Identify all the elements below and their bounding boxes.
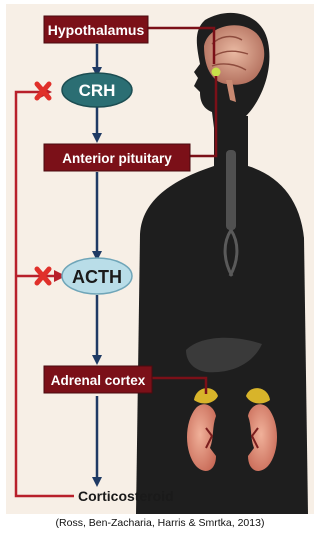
corticosteroid-label: Corticosteroid — [78, 488, 174, 504]
citation-caption: (Ross, Ben-Zacharia, Harris & Smrtka, 20… — [56, 517, 265, 529]
anterior-pituitary-label: Anterior pituitary — [44, 144, 190, 171]
hypothalamus-text: Hypothalamus — [48, 22, 145, 38]
hypothalamus-label: Hypothalamus — [44, 16, 148, 43]
acth-text: ACTH — [72, 267, 122, 287]
anterior-pituitary-text: Anterior pituitary — [62, 151, 172, 166]
crh-text: CRH — [79, 81, 116, 100]
adrenal-cortex-text: Adrenal cortex — [51, 373, 146, 388]
crh-node: CRH — [62, 73, 132, 107]
acth-node: ACTH — [62, 258, 132, 294]
adrenal-cortex-label: Adrenal cortex — [44, 366, 152, 393]
hypothalamus-marker — [212, 68, 221, 77]
